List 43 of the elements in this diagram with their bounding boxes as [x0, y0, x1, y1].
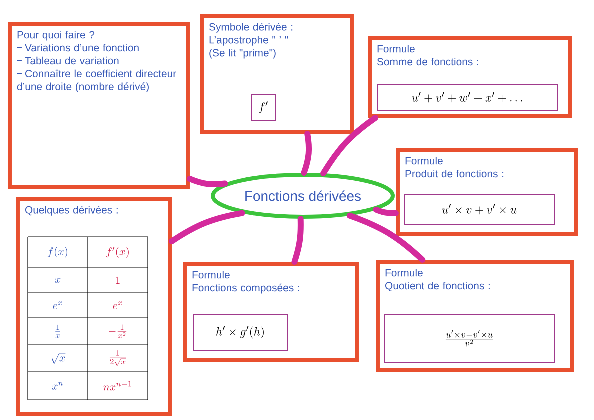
formula-box: $\frac{u' \times v - v' \times u}{v^{2}}$	[384, 314, 555, 363]
connector-line	[320, 115, 379, 177]
body-text: Connaître le coefficient directeur d’une droite (nombre dérivé)	[16, 70, 176, 93]
heading-text: Quelques dérivées :	[26, 206, 118, 216]
connector-line	[187, 176, 228, 188]
heading-text: Symbole dérivée :	[209, 23, 293, 33]
table-cell-text: $1$	[116, 276, 120, 284]
table-cell-text: $nx^{n-1}$	[104, 381, 132, 391]
heading-text: Formule	[406, 157, 443, 165]
connector-line	[301, 131, 312, 176]
heading-text: Formule	[378, 45, 415, 53]
formula-box: $h' \times g'(h)$	[193, 314, 288, 351]
formula-box: $f'$	[251, 94, 276, 121]
topic-box	[8, 22, 190, 189]
body-text: Quotient de fonctions :	[386, 282, 490, 292]
table-cell-text: $e^{x}$	[113, 302, 122, 310]
table-cell-text: $e^{x}$	[53, 302, 62, 310]
table-cell-text: $x^{n}$	[52, 382, 64, 390]
heading-text: Formule	[386, 269, 423, 277]
connector-line	[292, 216, 304, 265]
topic-box	[16, 197, 172, 416]
body-text: Produit de fonctions :	[406, 170, 504, 178]
formula-box: $u' + v' + w' + x' + \ldots$	[377, 84, 558, 111]
heading-text: Formule	[192, 271, 230, 279]
body-text: Tableau de variation	[16, 56, 119, 65]
body-text: (Se lit "prime")	[210, 49, 276, 59]
table-cell-text: $f'(x)$	[106, 246, 129, 258]
body-text: Fonctions composées :	[192, 284, 300, 294]
table-cell-text: $x$	[55, 278, 61, 283]
body-text: Variations d’une fonction	[16, 44, 139, 52]
topic-box	[200, 14, 354, 134]
body-text: L’apostrophe " ’ "	[210, 36, 288, 46]
heading-text: Pour quoi faire ?	[18, 31, 95, 41]
table-cell-text: $\frac{1}{2\sqrt{x}}$	[110, 350, 126, 366]
formula-box: $u' \times v + v' \times u$	[404, 194, 555, 225]
table-cell-text: $-\frac{1}{x^{2}}$	[109, 324, 127, 338]
table-cell-text: $\frac{1}{x}$	[56, 324, 60, 338]
connector-line	[373, 206, 399, 216]
connector-line	[346, 212, 426, 263]
connector-line	[169, 210, 246, 244]
body-text: Somme de fonctions :	[377, 58, 478, 66]
table-cell-text: $\sqrt{x}$	[51, 353, 66, 364]
table-cell-text: $f(x)$	[48, 247, 68, 258]
